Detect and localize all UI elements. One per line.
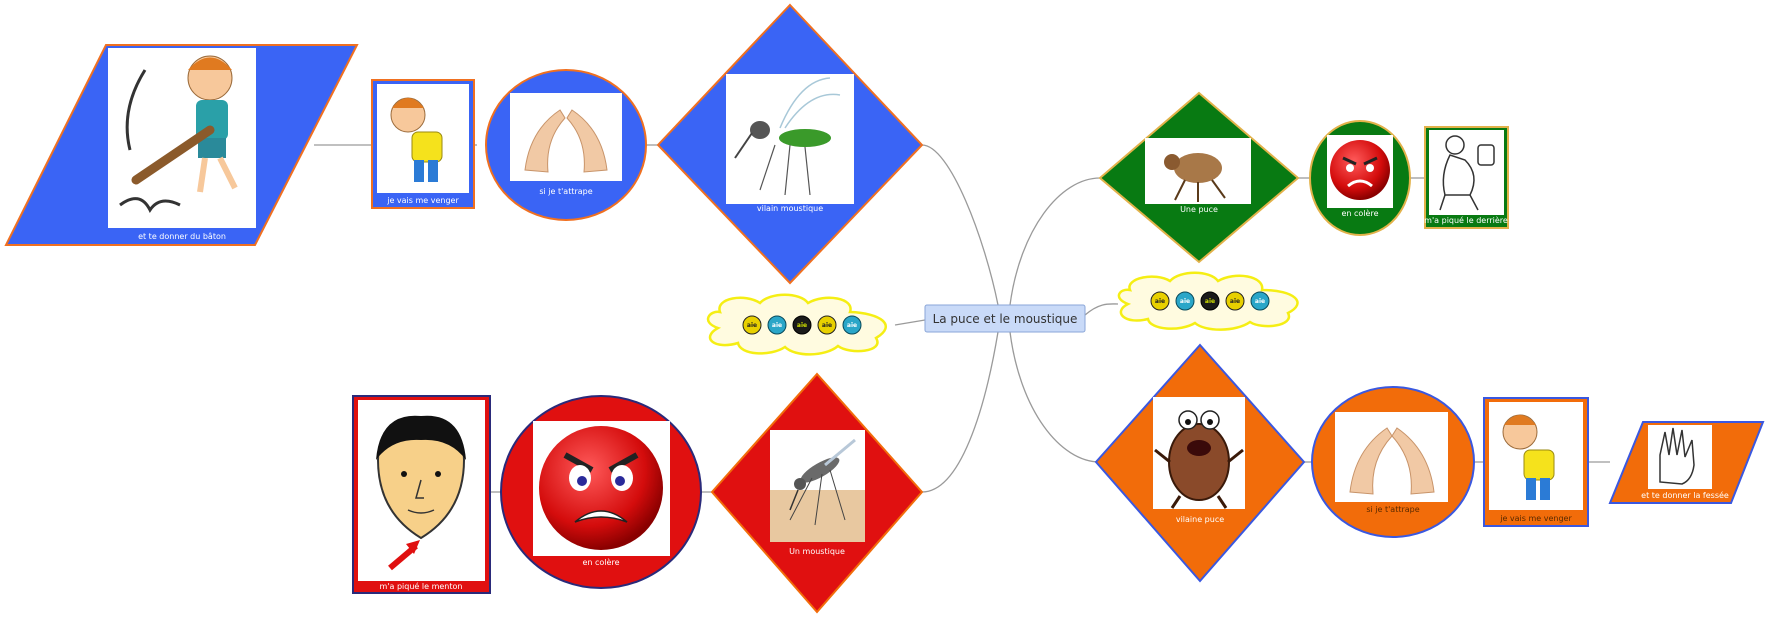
svg-text:aïe: aïe: [1155, 298, 1165, 305]
person-sketch-icon: [1439, 135, 1495, 211]
node-label: Un moustique: [789, 547, 845, 556]
crying-boy-icon: [390, 97, 443, 182]
node-label: en colère: [1341, 208, 1378, 218]
node-label: m'a piqué le menton: [380, 581, 463, 591]
ouch-badge: aïe: [742, 315, 762, 335]
node-si-je-tattrape-top[interactable]: si je t'attrape: [485, 69, 647, 221]
svg-text:aïe: aïe: [772, 322, 782, 329]
ouch-badge: aïe: [817, 315, 837, 335]
ouch-badge: aïe: [1250, 291, 1270, 311]
cloud-right[interactable]: aïe aïe aïe aïe aïe: [1117, 271, 1299, 331]
svg-text:aïe: aïe: [1180, 298, 1190, 305]
flea-icon: [1164, 153, 1226, 202]
node-label: Une puce: [1180, 205, 1218, 214]
svg-text:aïe: aïe: [1255, 298, 1265, 305]
ouch-badge: aïe: [1200, 291, 1220, 311]
svg-text:aïe: aïe: [822, 322, 832, 329]
svg-text:aïe: aïe: [1205, 298, 1215, 305]
boy-with-stick-icon: [119, 55, 238, 213]
node-une-puce[interactable]: Une puce: [1098, 91, 1300, 264]
node-label: si je t'attrape: [539, 187, 592, 196]
node-et-te-donner-la-fessee[interactable]: et te donner la fessée: [1608, 421, 1765, 504]
node-label: m'a piqué le derrière: [1424, 215, 1508, 225]
connector-right-cloud: [1084, 303, 1119, 316]
hand-icon: [1659, 427, 1695, 485]
ouch-badge: aïe: [792, 315, 812, 335]
node-un-moustique[interactable]: Un moustique: [710, 372, 924, 614]
node-et-te-donner-du-baton[interactable]: et te donner du bâton: [4, 44, 359, 246]
node-label: vilain moustique: [757, 204, 823, 213]
node-je-vais-me-venger-top[interactable]: je vais me venger: [371, 79, 475, 209]
node-si-je-tattrape-bottom[interactable]: si je t'attrape: [1311, 386, 1475, 538]
connector-left-cloud: [894, 319, 926, 326]
svg-text:aïe: aïe: [847, 322, 857, 329]
svg-text:aïe: aïe: [797, 322, 807, 329]
node-label: si je t'attrape: [1366, 505, 1419, 514]
node-en-colere-top[interactable]: en colère: [1309, 120, 1411, 236]
node-label: et te donner du bâton: [138, 232, 226, 241]
ouch-badge: aïe: [842, 315, 862, 335]
connector-top-left: [921, 144, 999, 306]
angry-face-icon: [1330, 140, 1390, 200]
ouch-badge: aïe: [1175, 291, 1195, 311]
mosquito-icon: [770, 438, 865, 542]
cloud-left[interactable]: aïe aïe aïe aïe aïe: [706, 293, 887, 356]
mosquito-icon: [734, 77, 841, 196]
ouch-badge: aïe: [767, 315, 787, 335]
face-chin-icon: [376, 415, 466, 571]
clapping-hands-icon: [1349, 427, 1435, 495]
angry-face-icon: [539, 426, 663, 550]
node-vilain-moustique[interactable]: vilain moustique: [656, 3, 924, 285]
node-ma-pique-le-menton[interactable]: m'a piqué le menton: [352, 395, 491, 594]
central-topic[interactable]: La puce et le moustique: [924, 304, 1086, 333]
clapping-hands-icon: [524, 109, 608, 173]
node-vilaine-puce[interactable]: vilaine puce: [1094, 343, 1306, 583]
node-label: en colère: [582, 557, 619, 567]
connectors: [314, 144, 1610, 493]
node-ma-pique-le-derriere[interactable]: m'a piqué le derrière: [1424, 126, 1509, 229]
node-label: je vais me venger: [1499, 514, 1572, 523]
node-en-colere-bottom[interactable]: en colère: [500, 395, 702, 589]
node-label: vilaine puce: [1176, 515, 1224, 524]
node-je-vais-me-venger-bottom[interactable]: je vais me venger: [1483, 397, 1589, 527]
bug-icon: [1154, 410, 1244, 509]
central-topic-label: La puce et le moustique: [933, 312, 1078, 326]
connector-top-right: [1009, 177, 1101, 306]
node-label: et te donner la fessée: [1641, 490, 1729, 500]
crying-boy-icon: [1502, 414, 1555, 500]
node-label: je vais me venger: [386, 196, 459, 205]
svg-text:aïe: aïe: [1230, 298, 1240, 305]
svg-text:aïe: aïe: [747, 322, 757, 329]
ouch-badge: aïe: [1225, 291, 1245, 311]
connector-bottom-right: [1009, 331, 1101, 463]
ouch-badge: aïe: [1150, 291, 1170, 311]
connector-bottom-left: [921, 331, 999, 493]
